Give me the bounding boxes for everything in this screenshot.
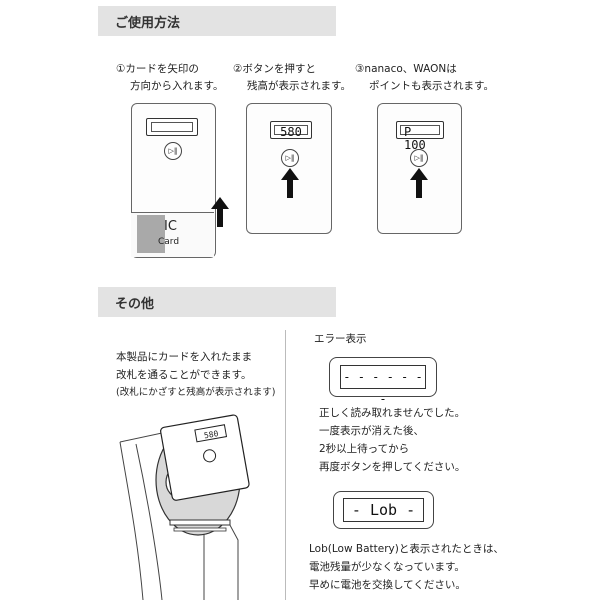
gate-note-line2: 改札を通ることができます。 <box>116 369 252 381</box>
inserted-card: IC Card <box>131 212 214 257</box>
device-2-button-icon: ▷‖ <box>281 149 299 167</box>
up-arrow-icon <box>281 168 299 198</box>
card-sub-label: Card <box>158 237 180 247</box>
device-2-display-value: 580 <box>274 125 308 139</box>
device-3-button-icon: ▷‖ <box>410 149 428 167</box>
up-arrow-icon <box>211 197 229 227</box>
gate-note: 本製品にカードを入れたまま 改札を通ることができます。 (改札にかざすと残高が表… <box>116 348 275 402</box>
step-3-text: ③nanaco、WAONは ポイントも表示されます。 <box>355 61 494 95</box>
error-display-2-value: - Lob - <box>343 498 424 522</box>
section-header-usage: ご使用方法 <box>98 6 336 36</box>
gate-note-line1: 本製品にカードを入れたまま <box>116 351 253 363</box>
ic-chip <box>137 215 165 253</box>
card-ic-label: IC <box>164 219 177 234</box>
error-message-1-line1: 正しく読み取れませんでした。 <box>319 407 466 419</box>
gate-note-line3: (改札にかざすと残高が表示されます) <box>116 387 276 398</box>
step-2-line1: ②ボタンを押すと <box>233 63 316 75</box>
error-message-1-line3: 2秒以上待ってから <box>319 443 410 455</box>
error-message-1-line4: 再度ボタンを押してください。 <box>319 461 466 473</box>
error-message-2: Lob(Low Battery)と表示されたときは、 電池残量が少なくなっていま… <box>309 540 504 594</box>
device-2-display: 580 <box>270 121 312 139</box>
section-header-other: その他 <box>98 287 336 317</box>
step-2-line2: 残高が表示されます。 <box>247 80 351 92</box>
step-1-line2: 方向から入れます。 <box>130 80 224 92</box>
step-3-line2: ポイントも表示されます。 <box>369 80 494 92</box>
gate-card-display: 580 <box>203 429 219 440</box>
step-3-line1: ③nanaco、WAONは <box>355 63 457 75</box>
error-display-2: - Lob - <box>333 491 434 529</box>
up-arrow-icon <box>410 168 428 198</box>
device-3-display: P 100 <box>396 121 444 152</box>
error-display-1: - - - - - - - <box>329 357 437 406</box>
error-message-2-line2: 電池残量が少なくなっています。 <box>309 561 465 573</box>
step-1-line1: ①カードを矢印の <box>116 63 199 75</box>
device-1-display <box>146 118 198 136</box>
device-1-button-icon: ▷‖ <box>164 142 182 160</box>
device-3-display-value: P 100 <box>400 125 440 152</box>
section-title-usage: ご使用方法 <box>115 16 181 31</box>
ticket-gate-illustration: IC 580 <box>119 414 250 600</box>
error-message-2-line1: Lob(Low Battery)と表示されたときは、 <box>309 543 504 555</box>
error-message-2-line3: 早めに電池を交換してください。 <box>309 579 466 591</box>
device-step-1: ▷‖ IC Card <box>131 103 216 258</box>
error-message-1: 正しく読み取れませんでした。 一度表示が消えた後、 2秒以上待ってから 再度ボタ… <box>319 404 465 476</box>
divider <box>285 330 286 600</box>
error-display-1-value: - - - - - - - <box>340 365 426 406</box>
error-title: エラー表示 <box>314 333 367 345</box>
step-1-text: ①カードを矢印の 方向から入れます。 <box>116 61 223 95</box>
section-title-other: その他 <box>115 297 155 312</box>
device-step-3: P 100 ▷‖ <box>377 103 462 234</box>
step-2-text: ②ボタンを押すと 残高が表示されます。 <box>233 61 351 95</box>
error-message-1-line2: 一度表示が消えた後、 <box>319 425 424 437</box>
device-step-2: 580 ▷‖ <box>246 103 332 234</box>
